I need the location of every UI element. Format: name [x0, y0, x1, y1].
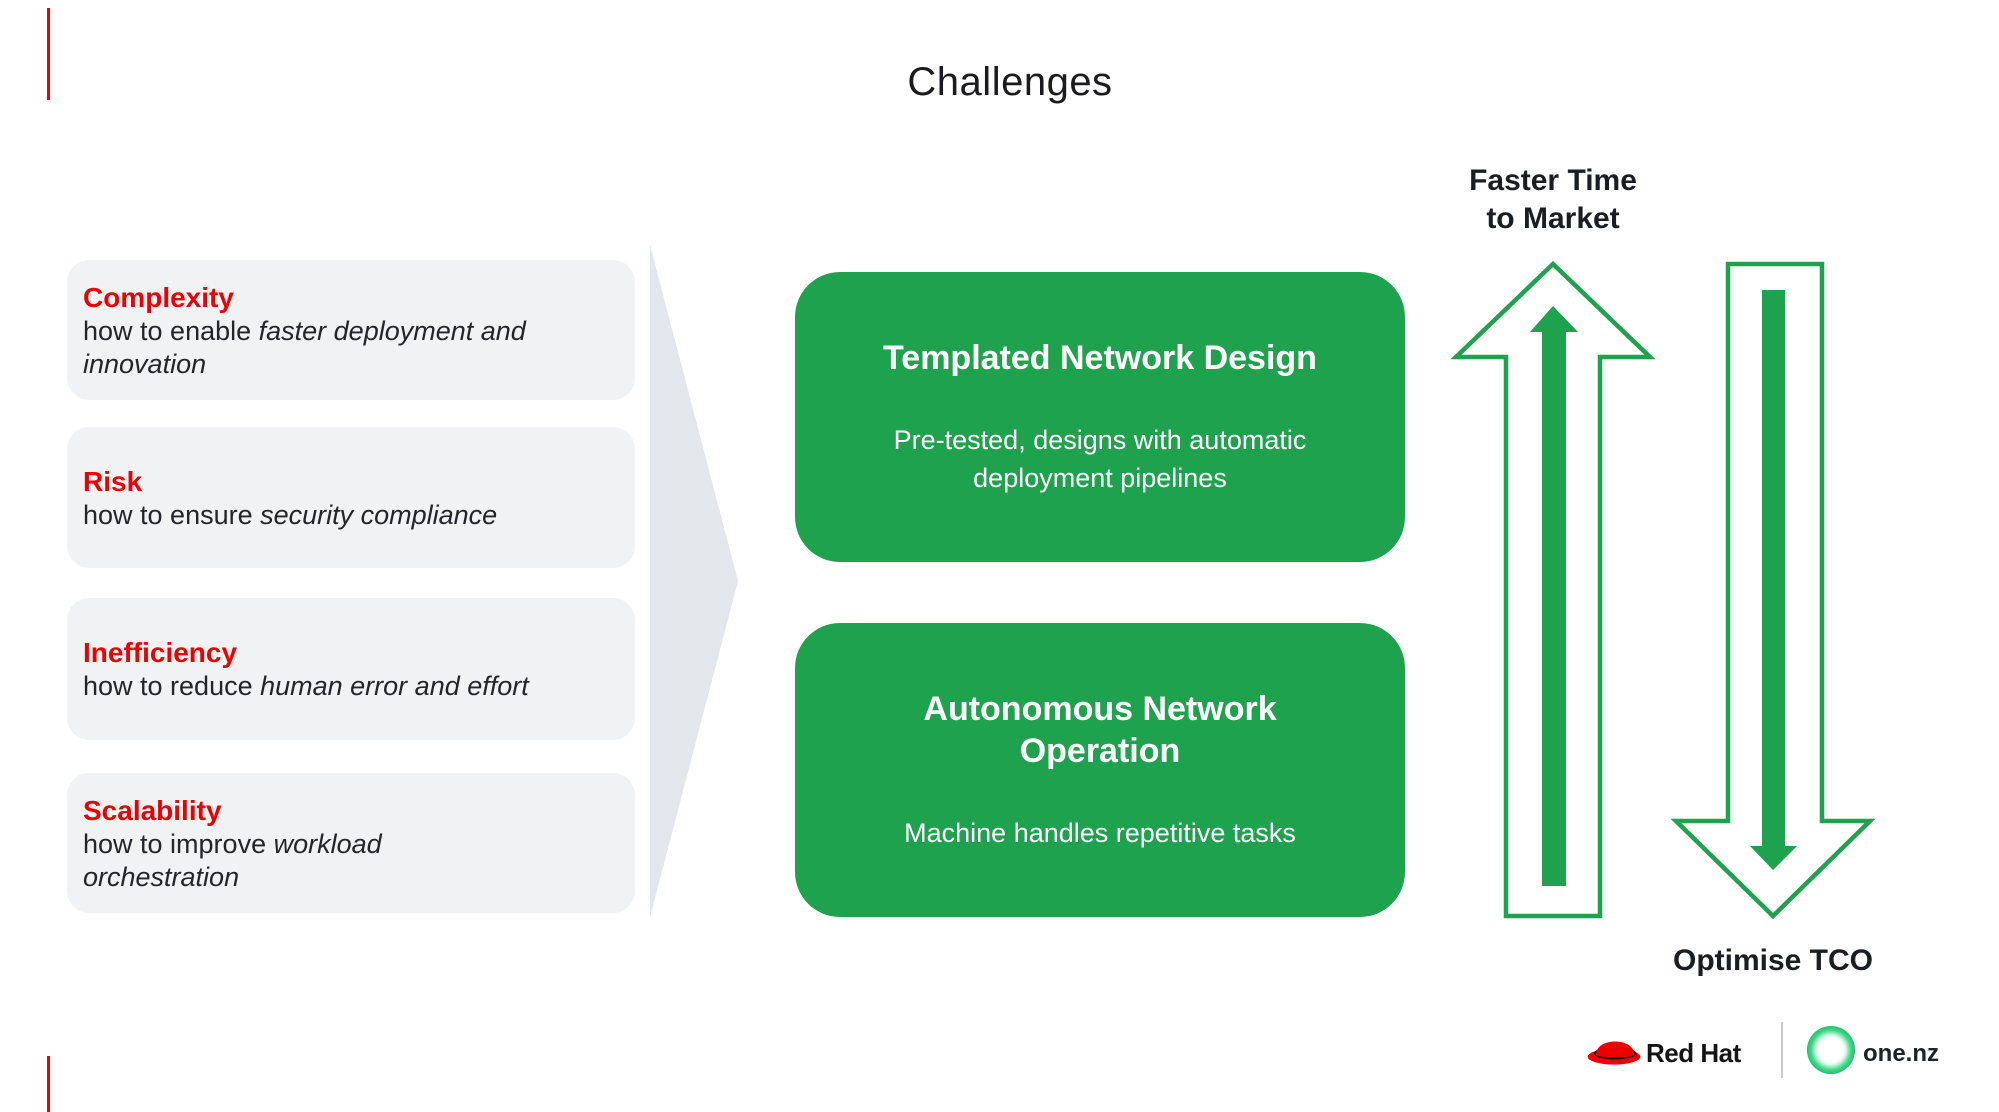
solution-box-autonomous-network-operation: Autonomous Network Operation Machine han… — [795, 623, 1405, 917]
challenge-box-risk: Risk how to ensure security compliance — [67, 427, 635, 568]
bottom-left-accent-bar — [47, 1056, 50, 1112]
challenge-body: how to enable faster deployment and inno… — [83, 315, 595, 381]
challenge-body-prefix: how to ensure — [83, 499, 261, 530]
slide-title: Challenges — [907, 60, 1113, 104]
challenge-body-prefix: how to enable — [83, 315, 259, 346]
faster-time-to-market-label: Faster Time to Market — [1469, 164, 1637, 235]
one-nz-wordmark: one.nz — [1863, 1040, 1939, 1067]
logo-divider — [1781, 1022, 1783, 1078]
challenge-body: how to improve workload orchestration — [83, 828, 595, 894]
solution-heading: Autonomous Network Operation — [923, 690, 1277, 770]
challenge-body-prefix: how to reduce — [83, 671, 261, 701]
optimise-tco-label: Optimise TCO — [1672, 944, 1874, 977]
challenge-body-emphasis: faster deployment and innovation — [83, 315, 526, 379]
top-left-accent-bar — [47, 8, 50, 100]
challenge-body-prefix: how to improve — [83, 828, 274, 859]
challenge-body-emphasis: human error and effort — [260, 671, 529, 701]
challenge-body-emphasis: workload orchestration — [83, 828, 382, 892]
challenge-heading: Risk — [83, 465, 143, 497]
outlined-down-arrow-icon — [1670, 261, 1876, 920]
outlined-up-arrow-icon — [1450, 260, 1656, 919]
challenge-box-scalability: Scalability how to improve workload orch… — [67, 773, 635, 913]
redhat-wordmark: Red Hat — [1646, 1038, 1741, 1068]
footer-logos: Red Hat one.nz — [1580, 1015, 1980, 1085]
solution-heading: Templated Network Design — [883, 339, 1317, 377]
solution-body: Pre-tested, designs with automatic deplo… — [893, 425, 1307, 493]
challenge-heading: Scalability — [83, 794, 222, 826]
challenge-body: how to reduce human error and effort — [83, 670, 595, 703]
challenge-box-complexity: Complexity how to enable faster deployme… — [67, 260, 635, 400]
challenge-body-emphasis: security compliance — [260, 499, 498, 530]
solution-box-templated-network-design: Templated Network Design Pre-tested, des… — [795, 272, 1405, 562]
challenge-box-inefficiency: Inefficiency how to reduce human error a… — [67, 598, 635, 740]
challenge-body: how to ensure security compliance — [83, 499, 595, 532]
challenge-heading: Inefficiency — [83, 637, 238, 668]
red-hat-fedora-icon — [1587, 1041, 1641, 1065]
challenge-heading: Complexity — [83, 281, 234, 313]
one-nz-ring-icon — [1806, 1025, 1856, 1075]
right-chevron-icon — [650, 245, 738, 917]
solution-body: Machine handles repetitive tasks — [904, 818, 1296, 848]
